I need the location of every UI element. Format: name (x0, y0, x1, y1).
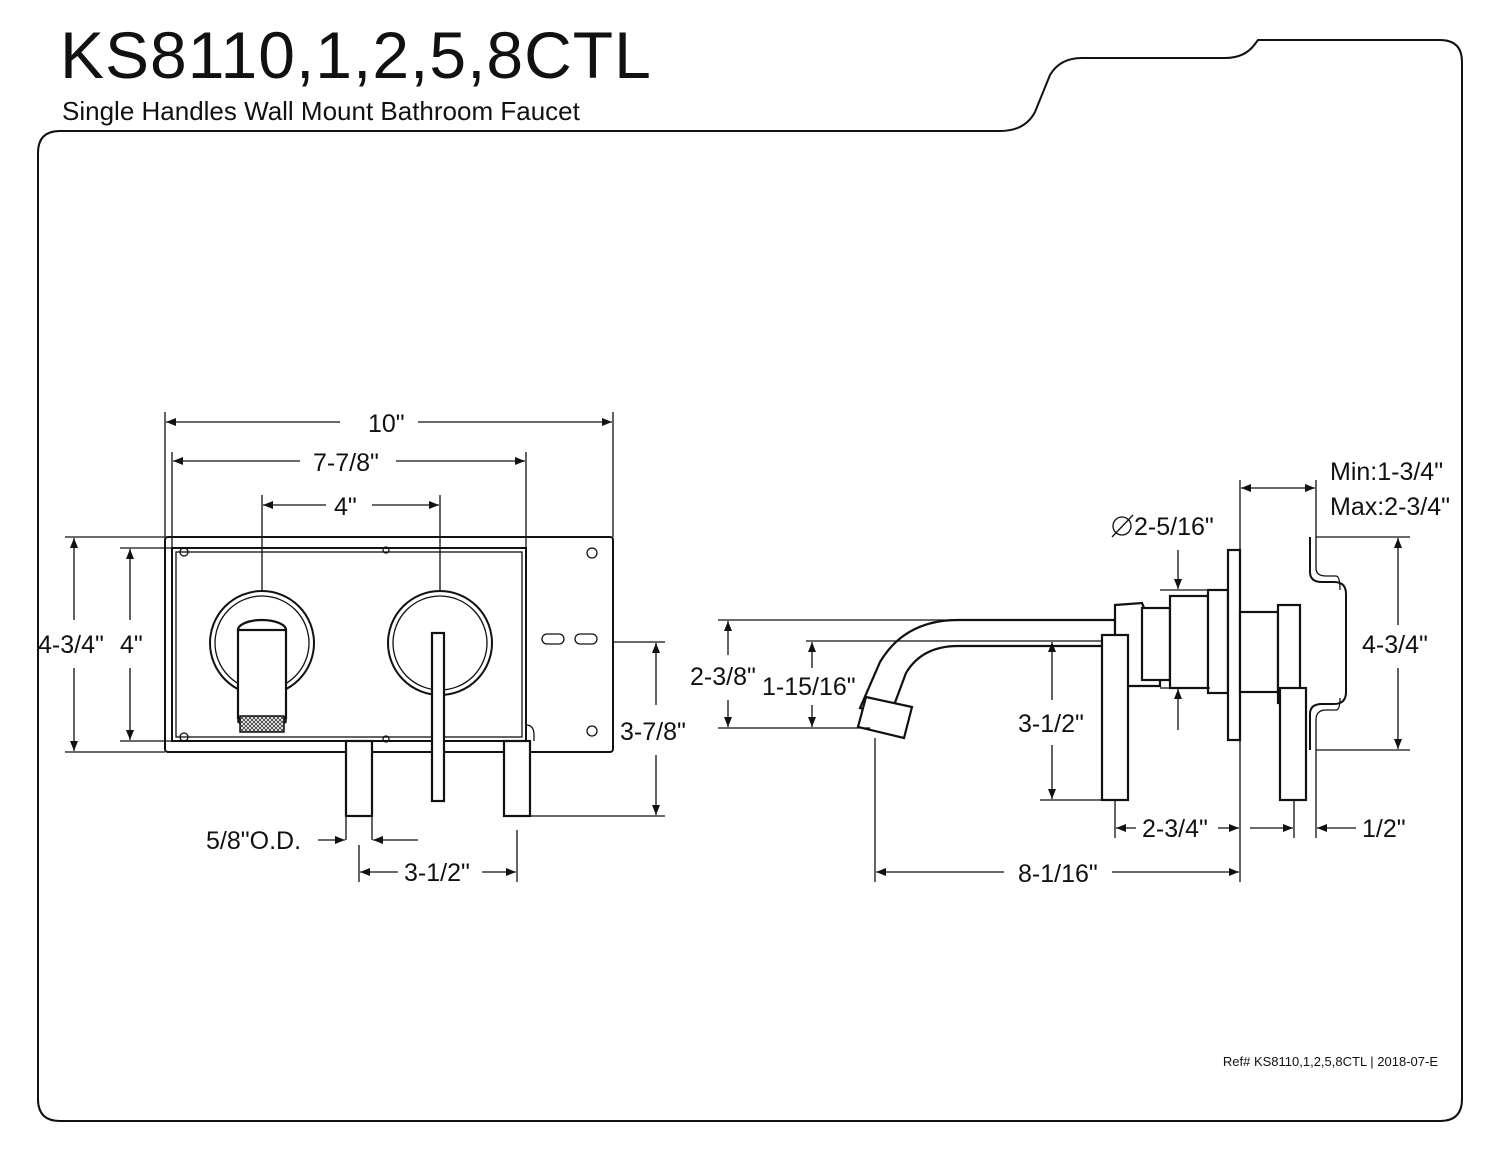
drawing-subtitle: Single Handles Wall Mount Bathroom Fauce… (62, 96, 580, 126)
dim-plate-height: 4" (120, 631, 143, 659)
dim-center-spacing: 4" (334, 493, 357, 521)
dim-bracket-height: 4-3/4" (1362, 631, 1428, 659)
dim-body-depth: 2-3/4" (1142, 815, 1208, 843)
reference-note: Ref# KS8110,1,2,5,8CTL | 2018-07-E (1222, 1054, 1438, 1069)
dim-pipe-spacing: 3-1/2" (404, 859, 470, 887)
dim-plate-width: 7-7/8" (313, 449, 379, 477)
handle-lever (1100, 633, 1130, 802)
dim-handle-drop: 3-1/2" (1018, 710, 1084, 738)
supply-pipe (502, 739, 532, 818)
valve-plate (171, 547, 527, 742)
spout-body (236, 628, 288, 720)
side-view: 2-5/16" Min:1-3/4" Max:2-3/4" 2-3/8" 1-1… (690, 458, 1450, 888)
mounting-slot (574, 633, 598, 645)
dim-spout-outlet-height: 1-15/16" (762, 673, 856, 701)
dim-wall-max: Max:2-3/4" (1330, 493, 1450, 521)
dim-spout-reach: 8-1/16" (1018, 860, 1098, 888)
mounting-bracket (1309, 537, 1347, 750)
dim-plate-offset: 1/2" (1362, 815, 1406, 843)
dim-wall-min: Min:1-3/4" (1330, 458, 1443, 486)
wall-escutcheon (1226, 548, 1242, 742)
valve-cartridge (1168, 594, 1210, 690)
mounting-plate (164, 536, 614, 753)
drawing-title: KS8110,1,2,5,8CTL (60, 18, 652, 92)
spout-tube (858, 618, 1117, 718)
handle-lever (430, 631, 446, 803)
dim-escutcheon-diameter: 2-5/16" (1134, 513, 1214, 541)
dim-pipe-od: 5/8"O.D. (206, 827, 301, 855)
front-view: 10" 7-7/8" 4" 4-3/4" 4" 3-7/8" 5/8"O.D. … (38, 410, 686, 887)
dim-spout-height: 2-3/8" (690, 663, 756, 691)
dim-overall-height: 4-3/4" (38, 631, 104, 659)
sheet-border (37, 39, 1463, 1122)
mounting-slot (541, 633, 565, 645)
dim-pipe-drop: 3-7/8" (620, 718, 686, 746)
spout-aerator (856, 695, 914, 740)
supply-pipe (344, 739, 374, 818)
dim-overall-width: 10" (368, 410, 405, 438)
